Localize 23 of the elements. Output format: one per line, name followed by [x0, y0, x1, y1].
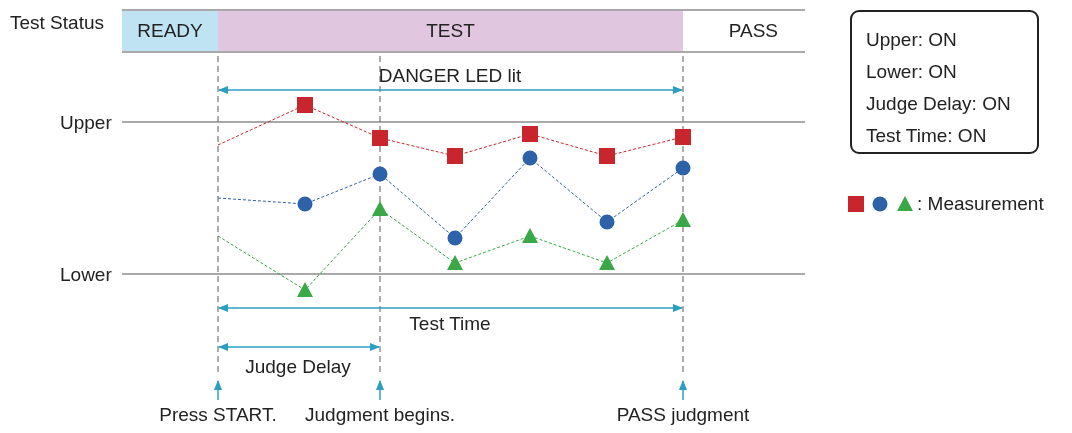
setting-text: Judge Delay: ON [866, 92, 1012, 116]
dimension-label: DANGER LED lit [378, 66, 522, 85]
dimension-label: Test Time [409, 314, 491, 333]
arrow [678, 379, 688, 401]
event-label: Judgment begins. [305, 404, 455, 426]
status-label: READY [137, 20, 203, 42]
status-label: PASS [728, 20, 778, 42]
row-label: Test Status [10, 13, 104, 32]
status-band [218, 11, 683, 51]
limit-label: Upper [60, 113, 112, 132]
settings-box [850, 10, 1039, 154]
arrow [375, 379, 385, 401]
setting-text: Test Time: ON [866, 124, 988, 148]
limit-label: Lower [60, 265, 112, 284]
setting-text: Lower: ON [866, 60, 958, 84]
status-label: TEST [426, 20, 475, 42]
arrow [213, 379, 223, 401]
status-band [122, 11, 218, 51]
dimension-label: Judge Delay [245, 357, 351, 376]
event-label: PASS judgment [616, 404, 750, 426]
event-label: Press START. [159, 404, 277, 426]
setting-text: Upper: ON [866, 28, 958, 52]
legend-text: : Measurement [917, 194, 1044, 213]
